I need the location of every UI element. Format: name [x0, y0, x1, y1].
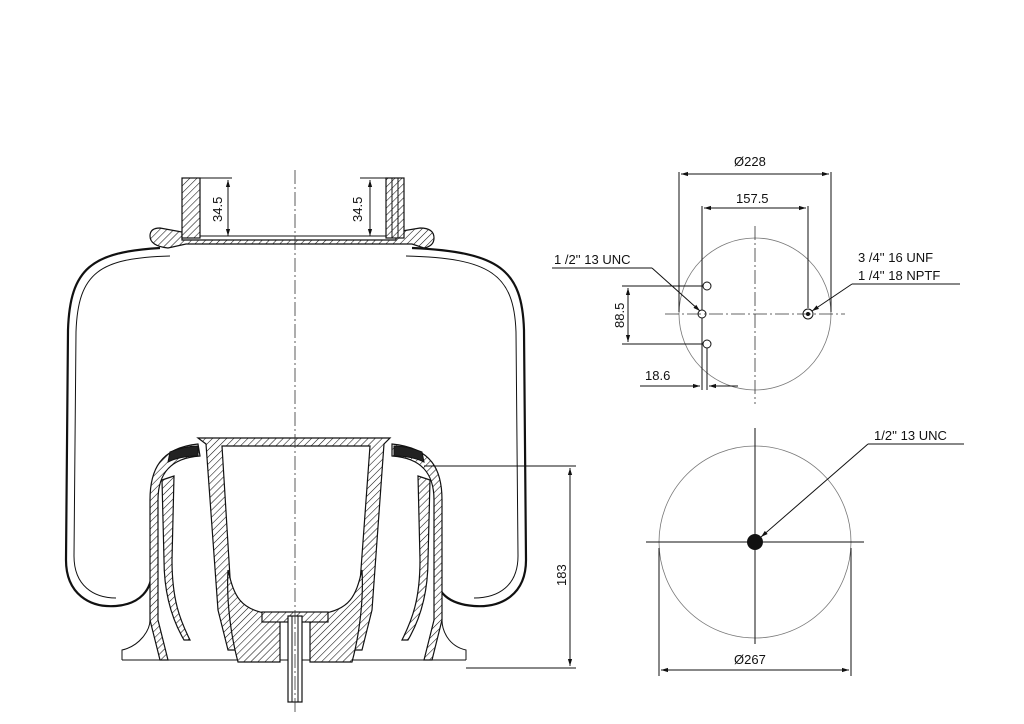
top-diameter-label: Ø228 — [734, 154, 766, 169]
right-stud — [385, 177, 405, 239]
thread-center-label: 1/2'' 13 UNC — [874, 428, 947, 443]
lower-bead-left — [149, 443, 201, 661]
bottom-piston-view: Ø267 1/2'' 13 UNC — [646, 428, 964, 676]
overall-height-label: 183 — [554, 564, 569, 586]
center-bolt-hole — [747, 534, 763, 550]
vertical-offset-label: 88.5 — [612, 303, 627, 328]
lower-bead-right — [391, 443, 443, 661]
hole-right — [802, 308, 814, 320]
top-plate-view: Ø228 157.5 88.5 18.6 1 /2'' 13 UNC 3 /4'… — [552, 154, 960, 404]
bottom-diameter-label: Ø267 — [734, 652, 766, 667]
left-stud — [181, 177, 201, 239]
bolt-spacing-label: 157.5 — [736, 191, 769, 206]
rubber-bellows — [64, 246, 528, 608]
stud-height-left-label: 34.5 — [210, 197, 225, 222]
top-bead-plate — [149, 227, 435, 249]
stud-height-right-label: 34.5 — [350, 197, 365, 222]
thread-right-label-1: 3 /4'' 16 UNF — [858, 250, 933, 265]
hole-left-top — [702, 281, 712, 291]
piston-inner-cup — [227, 569, 281, 663]
horizontal-offset-label: 18.6 — [645, 368, 670, 383]
hole-left-bottom — [702, 339, 712, 349]
thread-left-label: 1 /2'' 13 UNC — [554, 252, 631, 267]
piston-body — [196, 437, 392, 651]
thread-right-label-2: 1 /4'' 18 NPTF — [858, 268, 940, 283]
side-view: 34.5 34.5 183 — [64, 170, 576, 712]
